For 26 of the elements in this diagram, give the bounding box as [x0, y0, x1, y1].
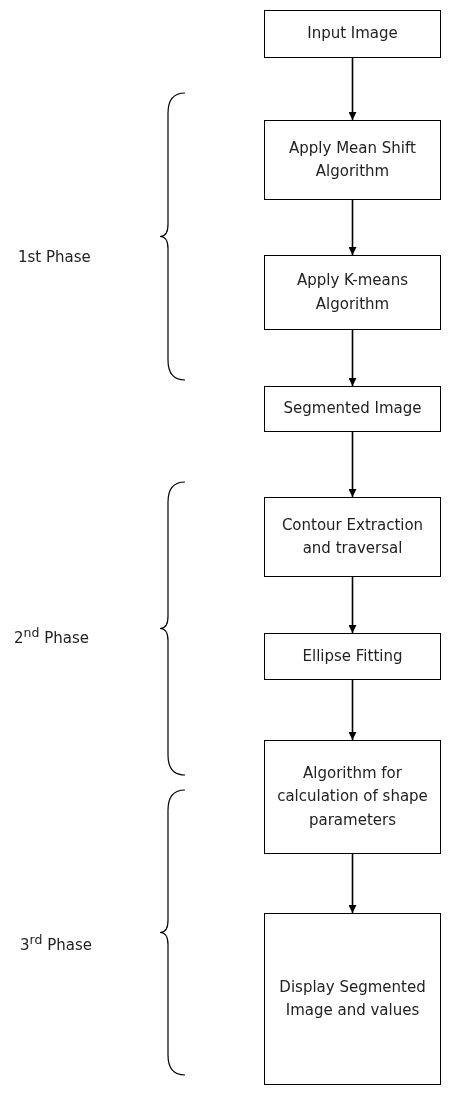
step-text: Contour Extraction and traversal	[280, 514, 425, 559]
arrow	[348, 329, 357, 387]
step-text: Input Image	[307, 23, 398, 45]
process-box	[264, 913, 441, 1085]
arrow	[348, 199, 357, 256]
step-text: Algorithm for calculation of shape parameters	[276, 763, 429, 831]
step-text: Apply Mean Shift Algorithm	[288, 137, 417, 182]
process-box	[264, 255, 441, 330]
process-box	[264, 740, 441, 854]
phase-label: 3$^{rd}$ Phase	[20, 932, 92, 954]
step-text: Apply K-means Algorithm	[295, 270, 410, 315]
process-box	[264, 633, 441, 680]
process-box	[264, 10, 441, 58]
arrow	[348, 431, 357, 498]
arrow	[348, 57, 357, 121]
step-text: Ellipse Fitting	[302, 645, 403, 667]
arrow	[348, 853, 357, 914]
phase-label: 1st Phase	[18, 248, 91, 266]
process-box	[264, 497, 441, 577]
step-text: Display Segmented Image and values	[278, 976, 427, 1021]
process-box	[264, 386, 441, 432]
arrow	[348, 576, 357, 634]
process-box	[264, 120, 441, 200]
arrow	[348, 679, 357, 741]
step-text: Segmented Image	[283, 398, 422, 420]
phase-label: 2$^{nd}$ Phase	[14, 625, 89, 647]
